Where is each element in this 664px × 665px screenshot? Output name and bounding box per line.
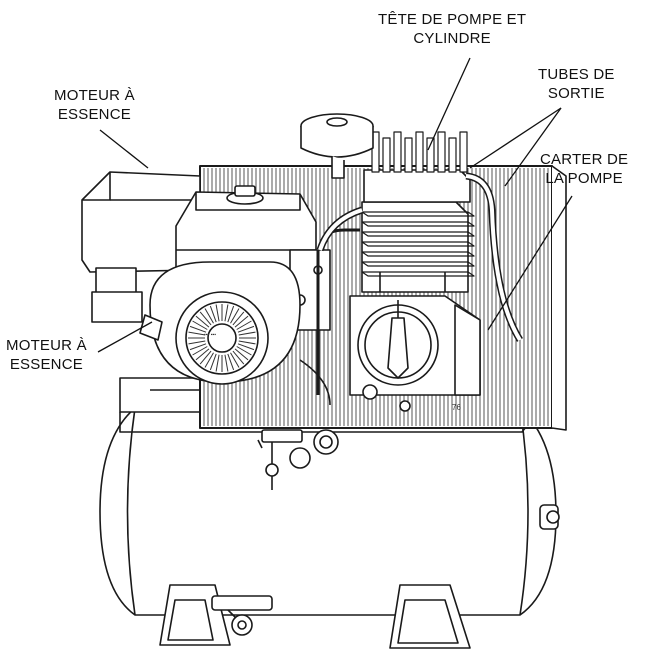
label-engine-left: MOTEUR À ESSENCE	[6, 336, 87, 374]
label-pump-head: TÊTE DE POMPE ET CYLINDRE	[378, 10, 526, 48]
label-pump-head-line2: CYLINDRE	[413, 30, 491, 47]
label-engine-top: MOTEUR À ESSENCE	[54, 86, 135, 124]
label-engine-left-line1: MOTEUR À	[6, 337, 87, 354]
pump-crankcase: 76	[349, 295, 481, 412]
engine-fuel-tank	[81, 171, 201, 323]
label-engine-top-line2: ESSENCE	[57, 106, 131, 123]
pressure-manifold	[257, 429, 339, 490]
air-filter	[300, 113, 374, 179]
label-outlet-tubes-line1: TUBES DE	[538, 66, 615, 83]
svg-text:76: 76	[452, 403, 461, 412]
pump-head	[363, 131, 471, 203]
label-engine-left-line2: ESSENCE	[9, 356, 83, 373]
label-outlet-tubes-line2: SORTIE	[547, 85, 605, 102]
label-pump-crankcase: CARTER DE LA POMPE	[540, 150, 628, 188]
label-pump-head-line1: TÊTE DE POMPE ET	[378, 11, 527, 28]
label-pump-crankcase-line2: LA POMPE	[545, 170, 623, 187]
outlet-tubes	[316, 172, 523, 342]
label-outlet-tubes: TUBES DE SORTIE	[538, 65, 615, 103]
air-tank	[99, 407, 560, 616]
svg-text:▪▪▪ ▪▪▪: ▪▪▪ ▪▪▪	[204, 332, 216, 338]
leader-lines	[97, 57, 573, 353]
drain-valve	[211, 595, 273, 636]
gasoline-engine: ▪▪▪ ▪▪▪	[139, 185, 331, 406]
tank-feet	[159, 584, 471, 649]
label-pump-crankcase-line1: CARTER DE	[540, 151, 629, 168]
pump-cylinder	[361, 201, 475, 293]
label-engine-top-line1: MOTEUR À	[54, 87, 135, 104]
